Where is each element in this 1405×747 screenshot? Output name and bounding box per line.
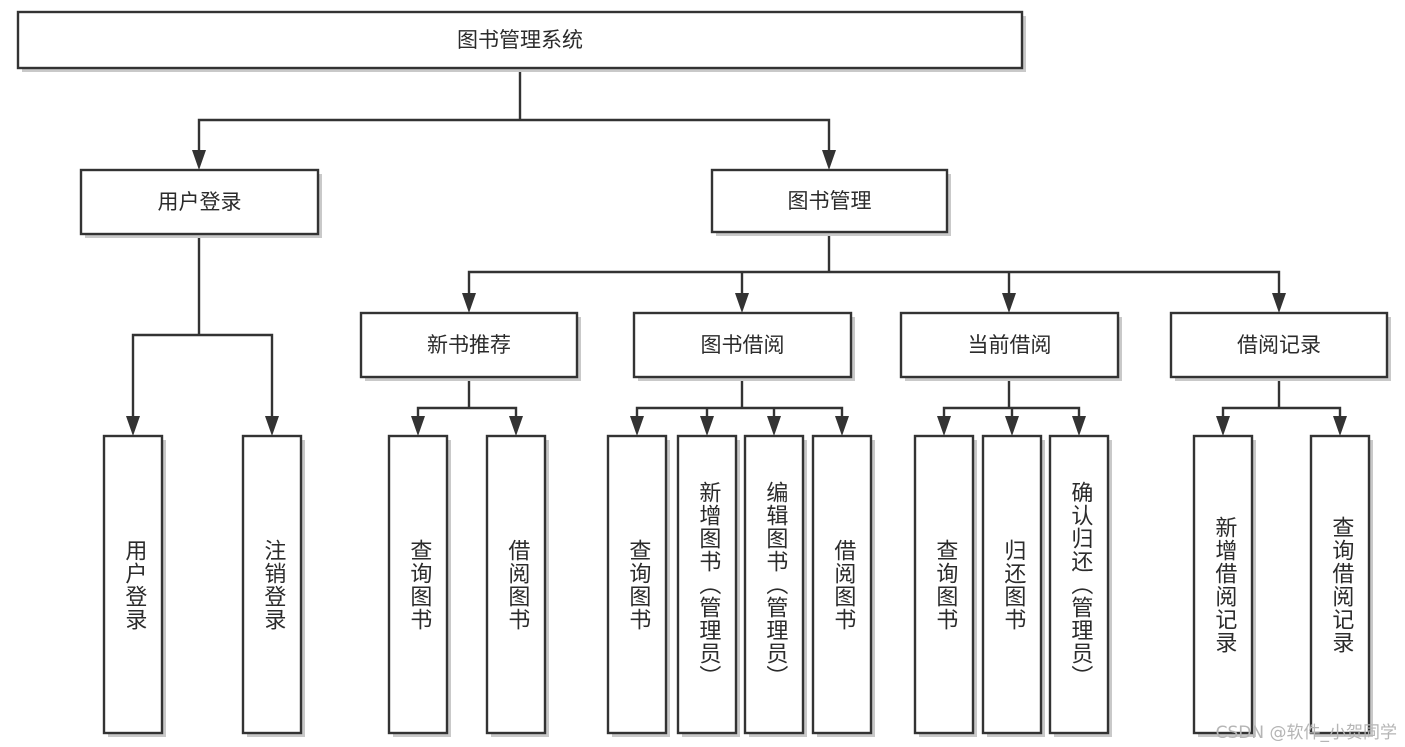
node-l3-0[interactable] — [359, 311, 579, 379]
arrow-head-icon — [937, 416, 951, 436]
arrow-head-icon — [462, 293, 476, 313]
arrow-head-icon — [767, 416, 781, 436]
node-leaf-2[interactable] — [387, 434, 449, 735]
connector-line-current-borrow-to-leaves — [942, 375, 1081, 419]
arrow-head-icon — [126, 416, 140, 436]
node-l3-2[interactable] — [899, 311, 1120, 379]
connector-current-borrow-to-leaves — [942, 375, 1081, 419]
node-leaf-0[interactable] — [102, 434, 164, 735]
node-l2-0-label: 用户登录 — [158, 190, 242, 214]
connectors-layer — [126, 66, 1347, 436]
arrow-head-icon — [411, 416, 425, 436]
arrow-head-icon — [265, 416, 279, 436]
connector-line-root-to-level2 — [197, 66, 831, 153]
arrow-head-icon — [835, 416, 849, 436]
connector-borrow-record-to-leaves — [1221, 375, 1342, 419]
node-root[interactable] — [16, 10, 1024, 70]
arrow-head-icon — [192, 150, 206, 170]
node-l3-1-label: 图书借阅 — [701, 333, 785, 357]
arrow-head-icon — [700, 416, 714, 436]
arrow-head-icon — [822, 150, 836, 170]
connector-line-user-login-to-leaves — [131, 232, 274, 419]
connector-user-login-to-leaves — [131, 232, 274, 419]
node-leaf-8[interactable] — [913, 434, 975, 735]
node-leaf-5[interactable] — [676, 434, 738, 735]
node-leaf-11[interactable] — [1192, 434, 1254, 735]
node-l3-2-label: 当前借阅 — [968, 333, 1052, 357]
arrow-head-icon — [630, 416, 644, 436]
node-leaf-4[interactable] — [606, 434, 668, 735]
connector-book-mgmt-to-level3 — [467, 230, 1281, 296]
arrow-head-icon — [1005, 416, 1019, 436]
connector-borrow-to-leaves — [635, 375, 844, 419]
arrow-head-icon — [1272, 293, 1286, 313]
node-l3-0-label: 新书推荐 — [427, 333, 511, 357]
node-leaf-9[interactable] — [981, 434, 1043, 735]
watermark-text: CSDN @软件_小贺同学 — [1215, 723, 1397, 743]
node-root-label: 图书管理系统 — [457, 28, 583, 52]
node-leaf-7[interactable] — [811, 434, 873, 735]
node-l3-3[interactable] — [1169, 311, 1389, 379]
node-leaf-6[interactable] — [743, 434, 805, 735]
arrow-head-icon — [735, 293, 749, 313]
arrow-head-icon — [1333, 416, 1347, 436]
node-l2-1[interactable] — [710, 168, 949, 234]
node-l3-1[interactable] — [632, 311, 853, 379]
arrow-head-icon — [1072, 416, 1086, 436]
node-leaf-1[interactable] — [241, 434, 303, 735]
connector-new-book-to-leaves — [416, 375, 518, 419]
node-leaf-3[interactable] — [485, 434, 547, 735]
node-leaf-10[interactable] — [1048, 434, 1110, 735]
arrow-head-icon — [509, 416, 523, 436]
connector-root-to-level2 — [197, 66, 831, 153]
boxes-layer — [16, 10, 1391, 737]
connector-line-book-mgmt-to-level3 — [467, 230, 1281, 296]
node-leaf-12[interactable] — [1309, 434, 1371, 735]
connector-line-borrow-to-leaves — [635, 375, 844, 419]
arrow-head-icon — [1216, 416, 1230, 436]
node-l2-0[interactable] — [79, 168, 320, 236]
node-l3-3-label: 借阅记录 — [1237, 333, 1321, 357]
arrow-head-icon — [1002, 293, 1016, 313]
connector-line-borrow-record-to-leaves — [1221, 375, 1342, 419]
connector-line-new-book-to-leaves — [416, 375, 518, 419]
node-l2-1-label: 图书管理 — [788, 189, 872, 213]
